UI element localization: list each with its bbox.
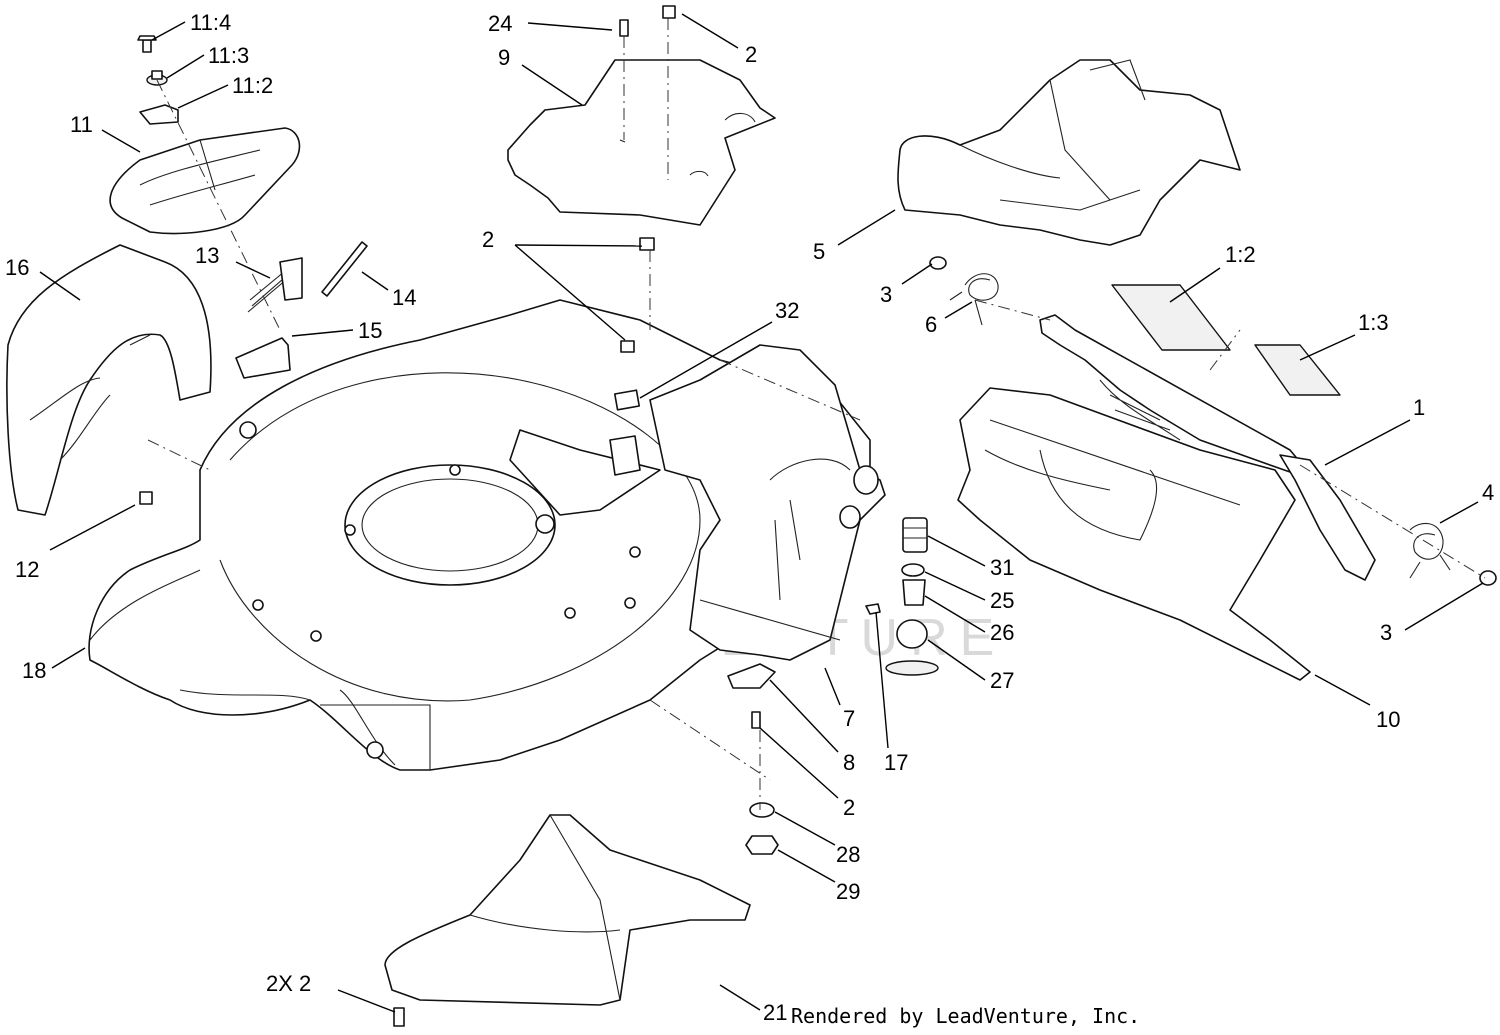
part-left-side-cover bbox=[6, 244, 212, 516]
callout-24: 24 bbox=[488, 11, 512, 36]
callout-27: 27 bbox=[990, 668, 1014, 693]
callout-5: 5 bbox=[813, 239, 825, 264]
part-spring-4 bbox=[1409, 522, 1451, 579]
credit-text: Rendered by LeadVenture, Inc. bbox=[791, 1004, 1140, 1028]
callout-11-2: 11:2 bbox=[232, 73, 273, 98]
callout-28: 28 bbox=[836, 842, 860, 867]
callout-11-3: 11:3 bbox=[208, 43, 249, 68]
part-screw-2-low bbox=[751, 711, 761, 729]
callout-2x-2: 2X 2 bbox=[266, 971, 311, 996]
part-filter-26 bbox=[902, 579, 926, 606]
callout-12: 12 bbox=[15, 557, 39, 582]
assembly-lines bbox=[147, 18, 1486, 810]
part-nut-29 bbox=[745, 835, 779, 855]
callout-15: 15 bbox=[358, 318, 382, 343]
callout-9: 9 bbox=[498, 45, 510, 70]
part-screw-2-top bbox=[662, 5, 676, 19]
callout-6: 6 bbox=[925, 312, 937, 337]
callout-2-mid: 2 bbox=[482, 227, 494, 252]
part-screw-11-4 bbox=[137, 35, 157, 53]
callout-21: 21 bbox=[763, 1000, 787, 1025]
part-discharge-chute bbox=[897, 59, 1241, 246]
callout-18: 18 bbox=[22, 658, 46, 683]
part-bracket-32 bbox=[609, 389, 641, 476]
part-rear-shield bbox=[957, 387, 1311, 681]
part-washer-28 bbox=[749, 802, 775, 818]
part-bracket-11-2 bbox=[139, 104, 179, 125]
callout-8: 8 bbox=[843, 750, 855, 775]
part-fitting-31 bbox=[902, 517, 928, 553]
callout-32: 32 bbox=[775, 298, 799, 323]
callout-labels: 11:4 11:3 11:2 11 24 2 9 16 13 14 15 2 3… bbox=[5, 10, 1494, 1025]
callout-11-4: 11:4 bbox=[190, 10, 231, 35]
callout-25: 25 bbox=[990, 588, 1014, 613]
callout-17: 17 bbox=[884, 750, 908, 775]
callout-16: 16 bbox=[5, 255, 29, 280]
callout-1: 1 bbox=[1413, 395, 1425, 420]
part-bracket-15 bbox=[235, 337, 291, 379]
callout-13: 13 bbox=[195, 243, 219, 268]
part-top-shield bbox=[507, 59, 776, 226]
part-rod-14 bbox=[321, 241, 368, 297]
callout-3-left: 3 bbox=[880, 282, 892, 307]
callout-3-right: 3 bbox=[1380, 620, 1392, 645]
part-clip-8 bbox=[727, 663, 776, 689]
part-spring-6 bbox=[949, 273, 999, 326]
callout-31: 31 bbox=[990, 555, 1014, 580]
callout-14: 14 bbox=[392, 285, 416, 310]
part-rear-door bbox=[109, 127, 301, 235]
callout-4: 4 bbox=[1482, 480, 1494, 505]
callout-7: 7 bbox=[843, 706, 855, 731]
part-screw-17 bbox=[865, 603, 881, 615]
callout-1-2: 1:2 bbox=[1225, 242, 1256, 267]
part-screw-12 bbox=[139, 491, 153, 505]
part-screw-24 bbox=[619, 19, 629, 37]
leader-lines bbox=[39, 13, 1484, 1013]
part-screw-2-bottom bbox=[393, 1007, 405, 1027]
callout-10: 10 bbox=[1376, 707, 1400, 732]
part-front-skirt bbox=[384, 814, 751, 1006]
part-spring-13 bbox=[247, 257, 303, 313]
callout-1-3: 1:3 bbox=[1358, 310, 1389, 335]
part-washer-11-3 bbox=[146, 70, 168, 86]
part-decal-1-2 bbox=[1111, 284, 1231, 351]
part-decal-1-3 bbox=[1254, 344, 1341, 396]
callout-2-low: 2 bbox=[843, 795, 855, 820]
callout-26: 26 bbox=[990, 620, 1014, 645]
part-washer-3-left bbox=[929, 256, 947, 270]
callout-2-top: 2 bbox=[745, 42, 757, 67]
part-washer-3-right bbox=[1479, 570, 1497, 586]
part-washer-25 bbox=[901, 563, 925, 577]
part-cap-27 bbox=[885, 619, 939, 676]
callout-11: 11 bbox=[70, 112, 93, 137]
callout-29: 29 bbox=[836, 879, 860, 904]
part-side-chute bbox=[649, 344, 886, 661]
part-rear-door-assembly bbox=[1039, 314, 1376, 581]
